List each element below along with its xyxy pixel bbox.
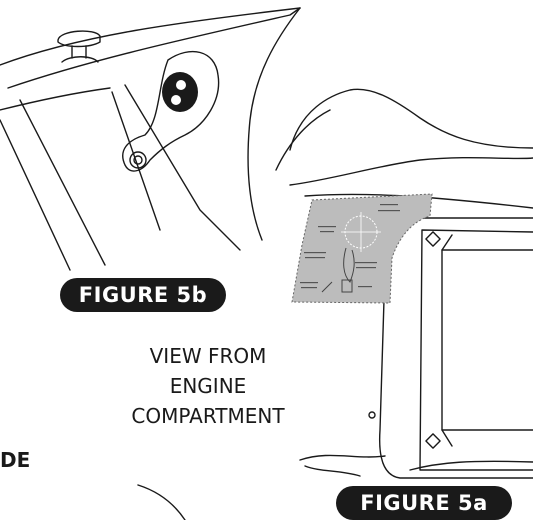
firewall-opening	[378, 217, 533, 479]
firewall-inner	[419, 229, 533, 471]
center-brace	[111, 91, 161, 231]
figure-5b-label: FIGURE 5b	[60, 278, 226, 312]
center-brace-2	[124, 84, 241, 251]
firewall-window	[441, 249, 533, 431]
fender-lower	[289, 156, 533, 186]
bracket-plate	[122, 50, 220, 172]
fender-curve	[289, 88, 533, 151]
knob-top	[57, 30, 101, 48]
view-caption-line-3: COMPARTMENT	[131, 404, 285, 428]
panel-curve-right	[247, 7, 301, 241]
panel-inner-line	[0, 87, 111, 111]
figure-5a-label: FIGURE 5a	[336, 486, 512, 520]
view-caption-line-2: ENGINE	[169, 374, 247, 398]
left-brace	[0, 119, 71, 271]
upper-panel-edge	[0, 7, 301, 66]
bracket-bolt	[129, 151, 147, 169]
bracket-hole-icon	[162, 72, 198, 112]
bottom-edge	[299, 454, 386, 461]
left-brace-2	[19, 99, 106, 266]
upper-panel-rim	[7, 7, 301, 89]
view-caption-line-1: VIEW FROM	[149, 344, 267, 368]
template-sticker	[291, 193, 433, 304]
edge-label: DE	[0, 448, 31, 472]
